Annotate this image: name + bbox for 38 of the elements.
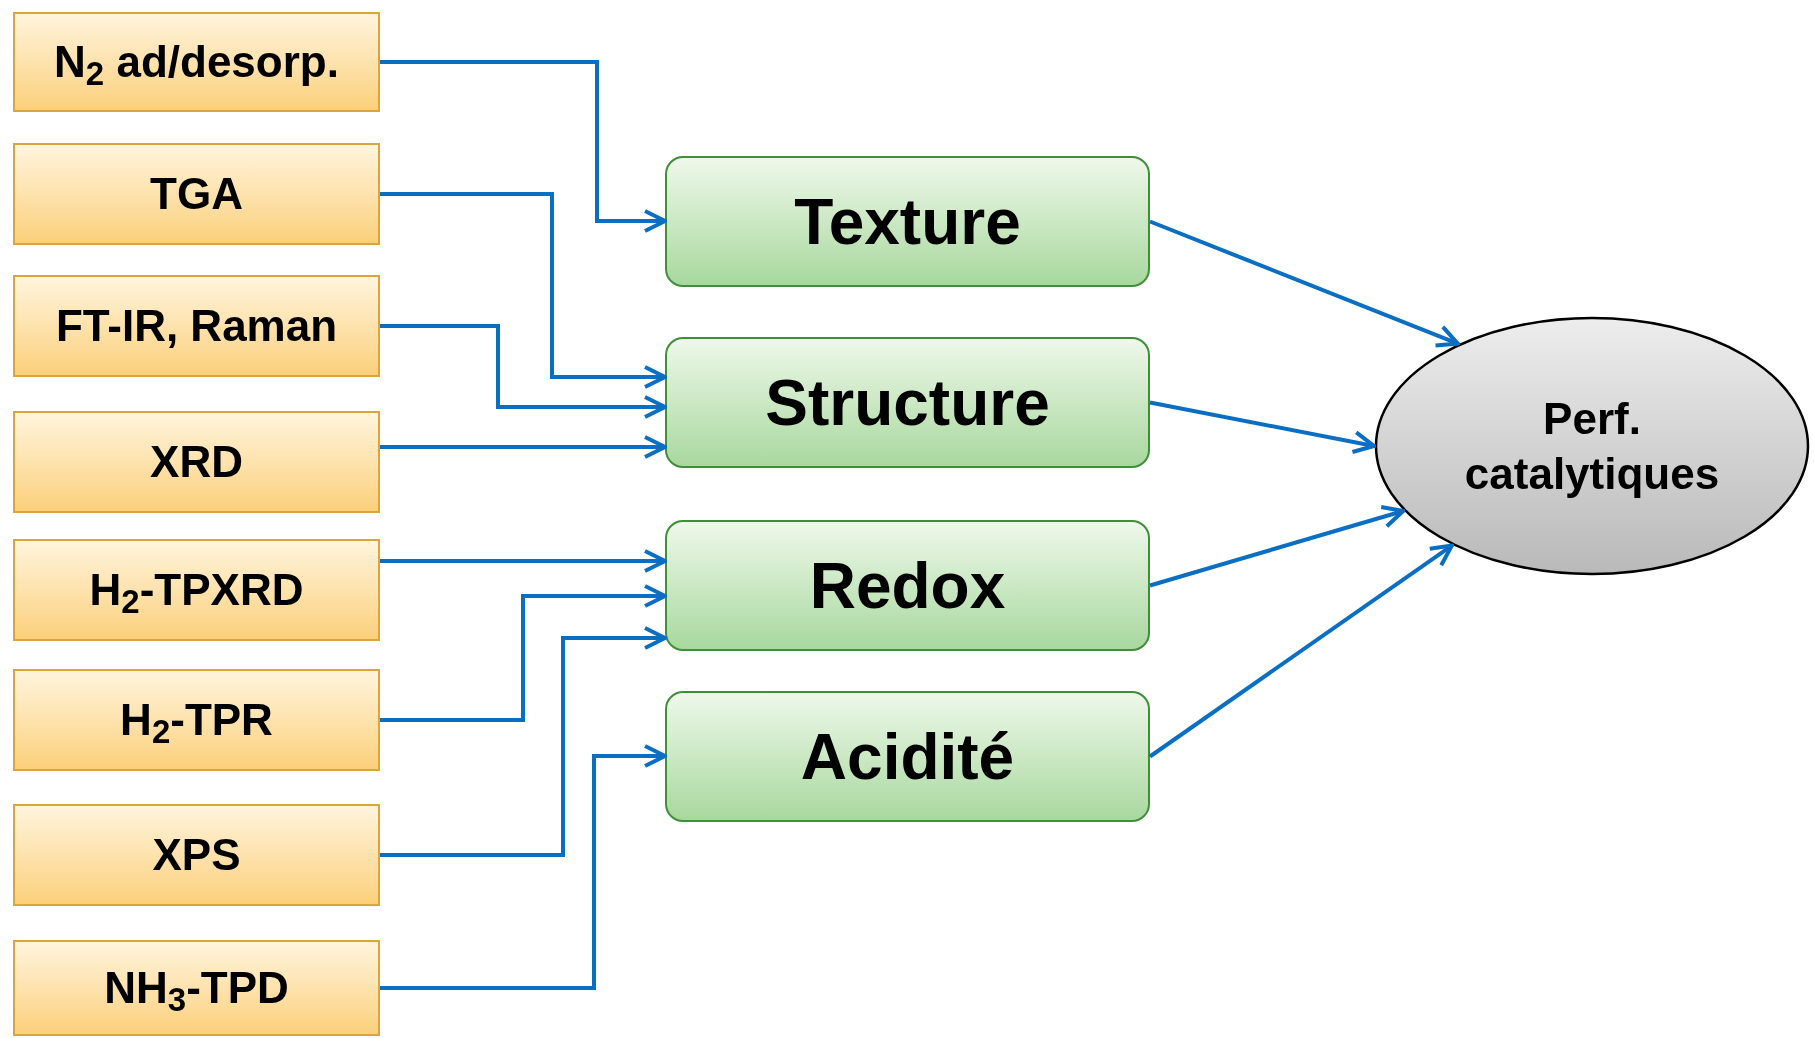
arrow [380,60,667,233]
arrow [380,584,667,722]
property-box [665,337,1150,468]
result-ellipse [1374,316,1810,576]
node-label: Acidité [800,719,1015,795]
node-label: N$_{2}$ ad/desorp. [54,36,339,95]
arrow [1149,219,1460,348]
arrow [380,192,667,389]
arrow [380,549,667,573]
node-label: H$_{2}$-TPXRD [89,564,304,623]
property-box [665,691,1150,822]
property-box [665,156,1150,287]
arrow [380,744,667,990]
node-label: Redox [809,548,1006,624]
node-label: H$_{2}$-TPR [120,694,273,753]
method-box [13,804,380,906]
node-label: Texture [794,184,1021,260]
method-box [13,669,380,771]
node-label: XRD [150,436,243,488]
method-box [13,940,380,1036]
arrow [1149,505,1406,588]
method-box [13,411,380,513]
node-label: Structure [765,365,1050,441]
node-label: Perf. catalytiques [1463,393,1721,500]
method-box [13,539,380,641]
node-label: FT-IR, Raman [55,300,338,352]
property-box [665,520,1150,651]
arrow [380,435,667,459]
method-box [13,143,380,245]
node-label: TGA [150,168,243,220]
arrow [380,324,667,419]
arrow [1149,400,1376,454]
node-label: XPS [152,829,241,881]
method-box [13,12,380,112]
arrow [1148,543,1454,759]
node-label: NH$_{3}$-TPD [104,962,289,1021]
method-box [13,275,380,377]
arrow [380,626,667,857]
